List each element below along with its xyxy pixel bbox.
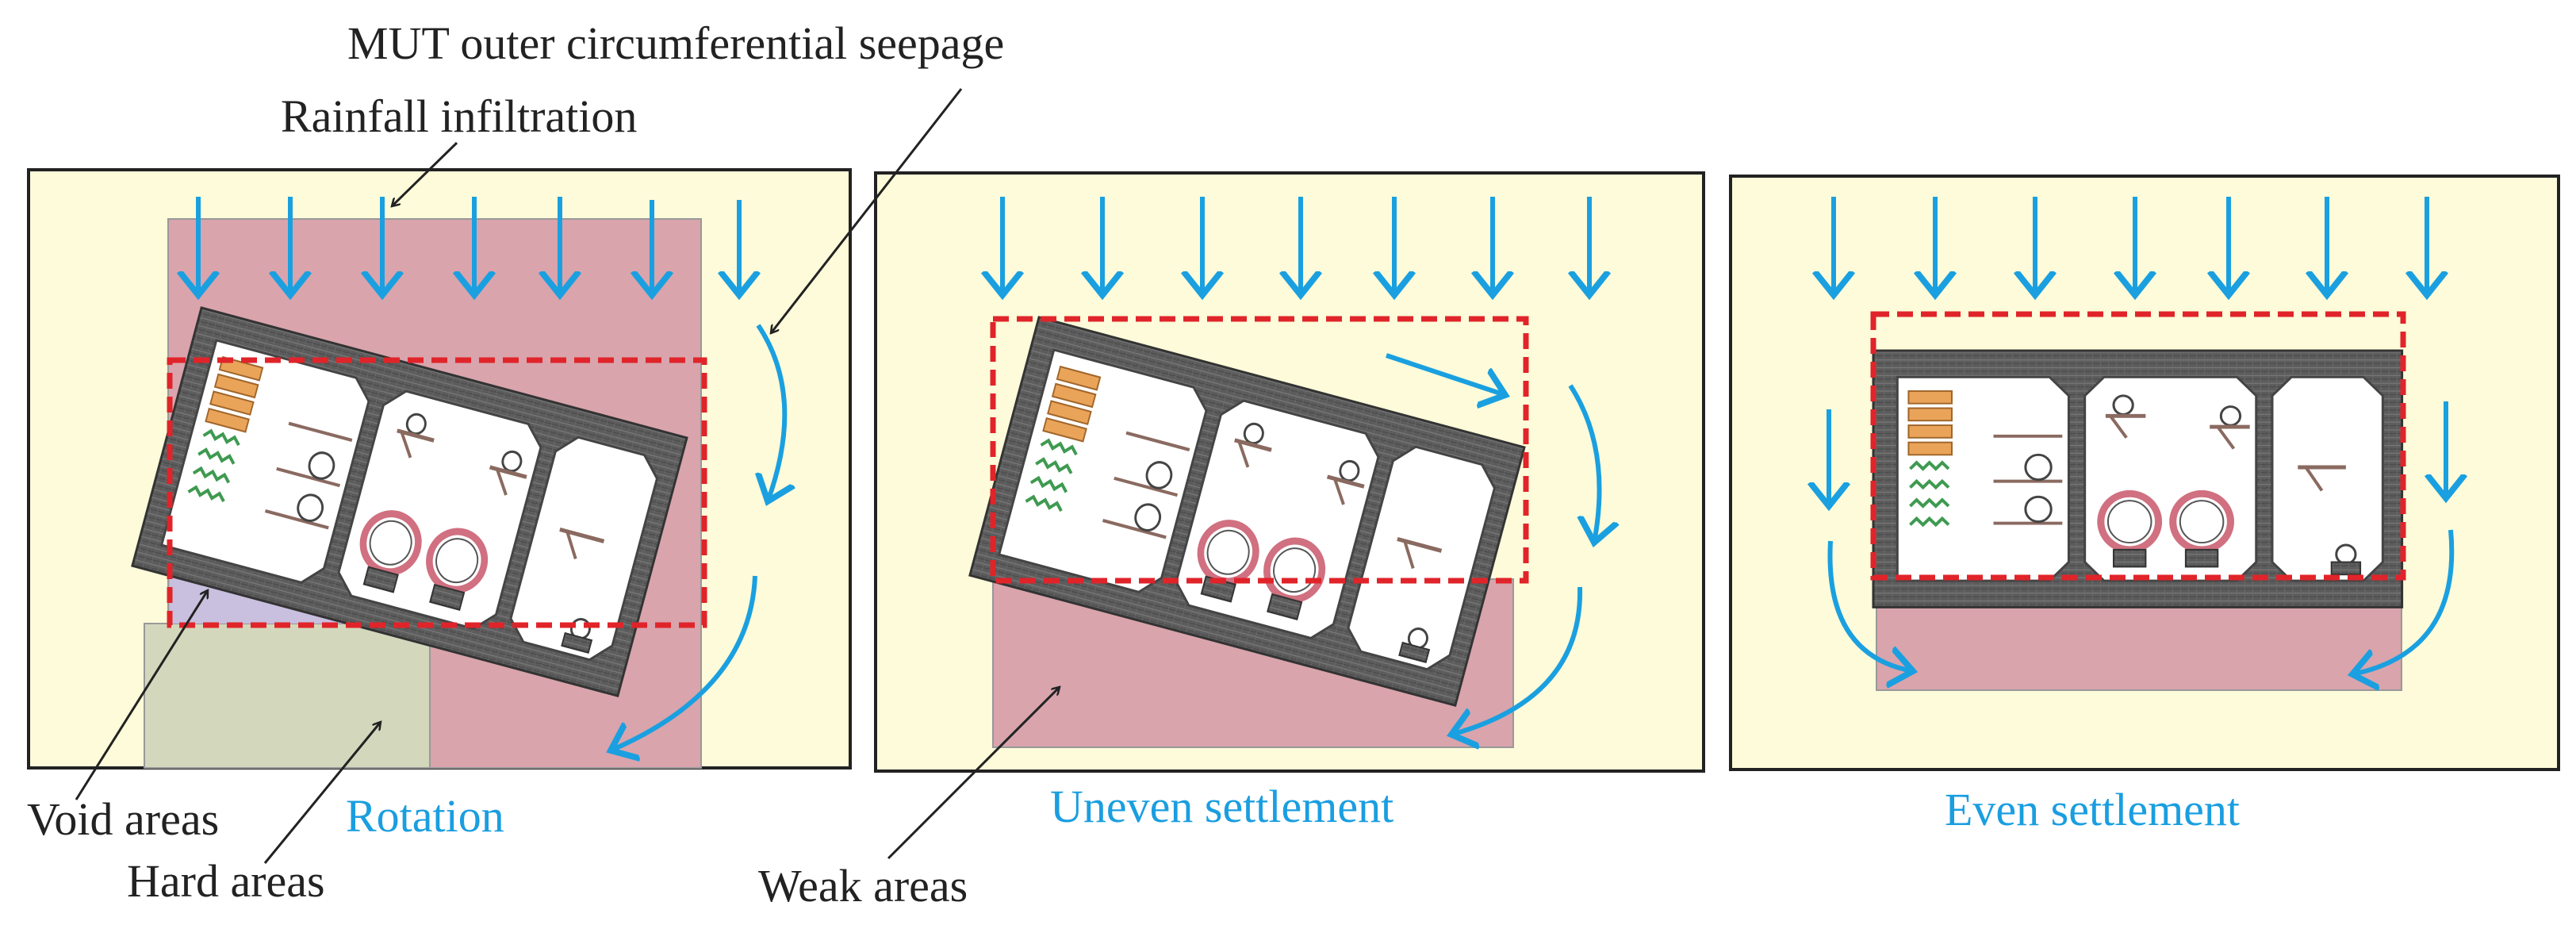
rainfall-infiltration-label: Rainfall infiltration xyxy=(281,90,637,142)
caption-even-settlement: Even settlement xyxy=(1945,784,2240,835)
caption-uneven-settlement: Uneven settlement xyxy=(1050,781,1393,832)
hard-areas-zone xyxy=(144,623,431,769)
water-flow-arrow-icon xyxy=(1829,197,2451,674)
water-flow-arrow-icon xyxy=(1002,197,1600,735)
panel-uneven-settlement xyxy=(874,171,1705,773)
dashed-box xyxy=(990,316,1529,584)
dashed-box xyxy=(1870,311,2406,581)
hard-areas-label: Hard areas xyxy=(127,855,325,907)
water-flow-arrow-icon xyxy=(198,197,784,750)
dashed-box xyxy=(167,357,707,628)
tunnel-level xyxy=(1873,351,2402,607)
weak-areas-label: Weak areas xyxy=(758,860,968,912)
panel-rotation xyxy=(27,168,852,770)
leader-lines xyxy=(75,88,1060,864)
void-areas-label: Void areas xyxy=(27,793,219,845)
mut-seepage-label: MUT outer circumferential seepage xyxy=(347,17,1004,69)
weak-soil-zone xyxy=(1876,607,2402,691)
panel-even-settlement xyxy=(1729,175,2560,771)
caption-rotation: Rotation xyxy=(346,790,504,842)
